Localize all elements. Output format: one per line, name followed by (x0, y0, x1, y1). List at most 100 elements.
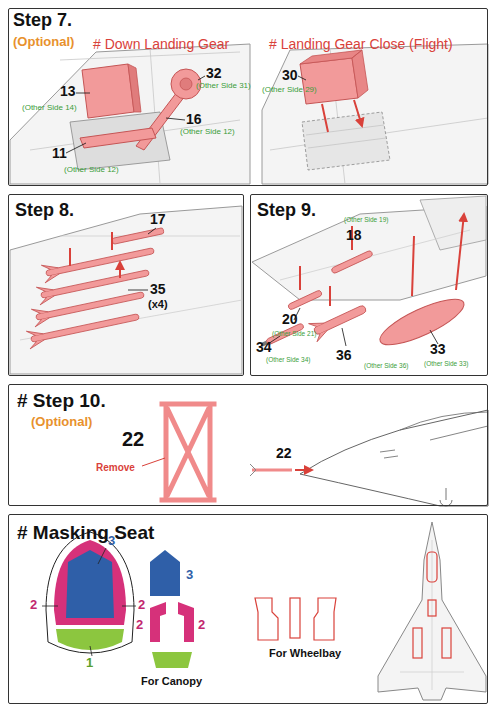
missile-fin (31, 306, 50, 327)
pylon (112, 228, 164, 245)
callout-number: 2 (198, 618, 205, 632)
callout-number: (Other Side 21) (272, 330, 316, 337)
callout-number: (Other Side 12) (64, 166, 119, 175)
aircraft-nose (300, 410, 488, 506)
panel-heading: Step 7. (13, 11, 72, 31)
callout-number: 30 (282, 68, 298, 83)
wheelbay-mask (290, 598, 300, 638)
panel-line (270, 48, 488, 184)
callout-number: (Other Side 14) (22, 104, 77, 113)
pitot-tube (252, 469, 292, 472)
nose-detail (380, 412, 488, 458)
wheelbay-mask-mark (442, 628, 451, 658)
panel-heading: # Step 10. (17, 391, 106, 412)
panel-heading: (Optional) (13, 35, 74, 49)
step-panel: Step 7. (Optional) # Down Landing Gear # La… (8, 8, 488, 186)
panel-heading: (Optional) (31, 415, 92, 429)
wing-underside (10, 206, 242, 374)
step-panel: # Masking SeatFor Canopy For Wheelbay (8, 514, 488, 704)
canopy-mask-2 (54, 540, 126, 625)
callout-number: 22 (276, 446, 292, 461)
mask-piece-3 (150, 550, 180, 596)
callout-number: 18 (346, 228, 362, 243)
panel-heading: For Canopy (141, 675, 202, 687)
wheelbay-mask-mark (413, 628, 422, 658)
missile-fin (36, 284, 55, 305)
callout-number: (Other Side 33) (424, 360, 468, 367)
callout-number: (x4) (148, 298, 168, 310)
fuel-tank (375, 291, 469, 353)
leader-line (42, 548, 136, 656)
callout-number: (Other Side 29) (262, 86, 317, 95)
panel-heading: Step 8. (15, 201, 74, 221)
missile-body (331, 250, 373, 274)
callout-number: (Other Side 34) (266, 356, 310, 363)
canopy-outline (46, 532, 134, 653)
panel-heading: # Landing Gear Close (Flight) (269, 37, 453, 52)
callout-number: 35 (150, 282, 166, 297)
leader-line (142, 458, 165, 466)
step-panel: # Step 10. (Optional) (8, 384, 488, 506)
callout-number: 34 (256, 340, 272, 355)
canopy-mask-3 (66, 550, 114, 618)
callout-number: 16 (186, 112, 202, 127)
missile-body (313, 305, 367, 336)
gear-door-edge (128, 64, 141, 112)
callout-number: 36 (336, 348, 352, 363)
panel-heading: For Wheelbay (269, 647, 341, 659)
callout-number: (Other Side 12) (180, 128, 235, 137)
canopy-mask-mark (427, 552, 437, 582)
leader-line (128, 228, 156, 290)
wheelbay-mask (255, 598, 278, 640)
fit-arrow (322, 100, 362, 132)
hatch-line (306, 125, 386, 148)
callout-number: 2 (136, 618, 143, 632)
fit-arrow (295, 469, 312, 471)
callout-number: 33 (430, 342, 446, 357)
callout-number: 13 (60, 84, 76, 99)
step-panel: Step 8. (8, 194, 244, 376)
missile (331, 250, 373, 274)
panel-heading: # Masking Seat (17, 523, 154, 544)
missile-fin (26, 328, 45, 349)
callout-number: 20 (282, 312, 298, 327)
mask-piece-2 (178, 602, 194, 642)
missile-fin (309, 318, 330, 342)
pitot-fin (250, 464, 256, 476)
mask-piece-2 (150, 602, 166, 642)
panel-heading: # Down Landing Gear (93, 37, 229, 52)
panel-line (30, 48, 240, 184)
panel-line (280, 230, 470, 280)
wheelbay-mask-mark (428, 600, 436, 616)
callout-number: Remove (96, 462, 135, 473)
callout-number: 11 (52, 146, 67, 161)
gear-door (82, 64, 134, 118)
fit-arrow (70, 232, 120, 278)
callout-number: 2 (30, 598, 37, 612)
wheelbay-mask (314, 598, 336, 640)
callout-number: 17 (150, 212, 166, 227)
leader-line (268, 308, 438, 346)
missile (287, 290, 322, 311)
panel-line (20, 236, 242, 340)
bay-door (80, 128, 156, 148)
callout-number: (Other Side 31) (196, 82, 251, 91)
intake (420, 196, 486, 250)
mask-piece-1 (152, 652, 192, 668)
wheel-hub (180, 78, 192, 90)
stand-frame (162, 404, 214, 500)
leader-line (66, 76, 205, 153)
panel-line (400, 540, 464, 690)
aircraft-top-view (378, 522, 486, 700)
missile-body (31, 314, 140, 343)
callout-number: 3 (186, 568, 193, 582)
callout-number: 1 (86, 656, 93, 670)
gear-cover (300, 58, 358, 104)
callout-number: 2 (138, 598, 145, 612)
fuselage-belly (10, 44, 250, 184)
nose-gear (440, 488, 452, 506)
pylon-body (112, 228, 164, 245)
